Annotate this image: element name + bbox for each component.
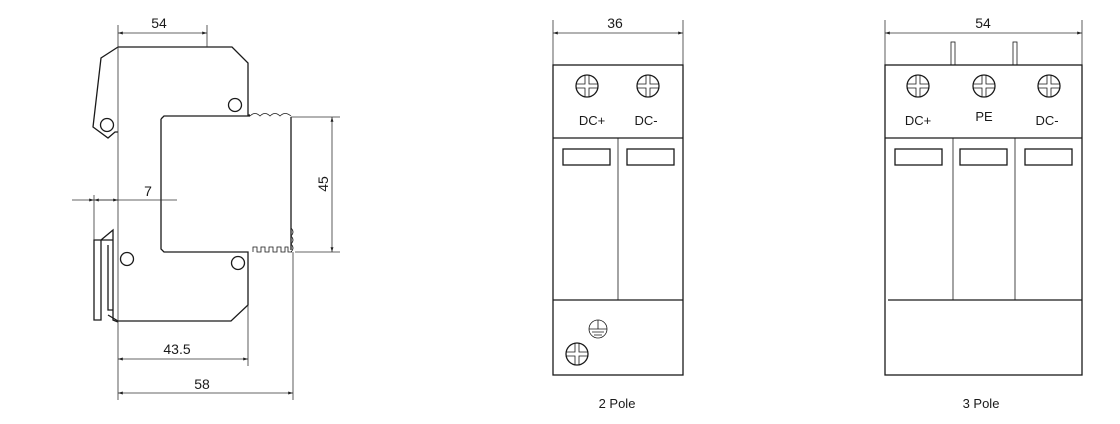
caption-3-pole: 3 Pole bbox=[963, 396, 1000, 411]
side-thread-top bbox=[249, 113, 292, 117]
ground-screw-icon bbox=[565, 342, 589, 366]
side-hole bbox=[99, 117, 115, 133]
terminal-screw-icon bbox=[636, 74, 660, 98]
terminal-label-dc-minus: DC- bbox=[1035, 113, 1058, 128]
status-window bbox=[562, 148, 611, 166]
terminal-label-pe: PE bbox=[975, 109, 993, 124]
terminal-label-dc-plus: DC+ bbox=[905, 113, 931, 128]
terminal-label-dc-minus: DC- bbox=[634, 113, 657, 128]
side-body-outline bbox=[107, 46, 292, 322]
dim-label-58: 58 bbox=[194, 376, 210, 392]
dim-label-7: 7 bbox=[144, 183, 152, 199]
side-hole bbox=[227, 97, 243, 113]
dim-label-54: 54 bbox=[151, 15, 167, 31]
side-thread-bottom bbox=[252, 227, 294, 253]
terminal-screw-icon bbox=[1037, 74, 1061, 98]
side-view: 54 7 45 43.5 58 bbox=[72, 15, 340, 400]
terminal-screw-icon bbox=[972, 74, 996, 98]
side-hole bbox=[230, 255, 246, 271]
pin bbox=[950, 41, 956, 66]
dim-label-54: 54 bbox=[975, 15, 991, 31]
terminal-screw-icon bbox=[575, 74, 599, 98]
ground-symbol-icon bbox=[588, 319, 608, 339]
dim-label-45: 45 bbox=[315, 176, 331, 192]
dim-label-43-5: 43.5 bbox=[163, 341, 190, 357]
front-view-3-pole: 54 DC+ PE DC- 3 Pole bbox=[884, 15, 1083, 411]
pin bbox=[1012, 41, 1018, 66]
din-clip bbox=[93, 228, 119, 323]
2pole-body bbox=[552, 64, 684, 376]
front-view-2-pole: 36 DC+ DC- 2 Pole bbox=[552, 15, 684, 411]
terminal-label-dc-plus: DC+ bbox=[579, 113, 605, 128]
terminal-screw-icon bbox=[906, 74, 930, 98]
status-window bbox=[894, 148, 943, 166]
caption-2-pole: 2 Pole bbox=[599, 396, 636, 411]
side-hole bbox=[119, 251, 135, 267]
status-window bbox=[1024, 148, 1073, 166]
dim-label-36: 36 bbox=[607, 15, 623, 31]
status-window bbox=[626, 148, 675, 166]
side-latch bbox=[92, 46, 119, 139]
status-window bbox=[959, 148, 1008, 166]
3pole-body bbox=[884, 64, 1083, 376]
